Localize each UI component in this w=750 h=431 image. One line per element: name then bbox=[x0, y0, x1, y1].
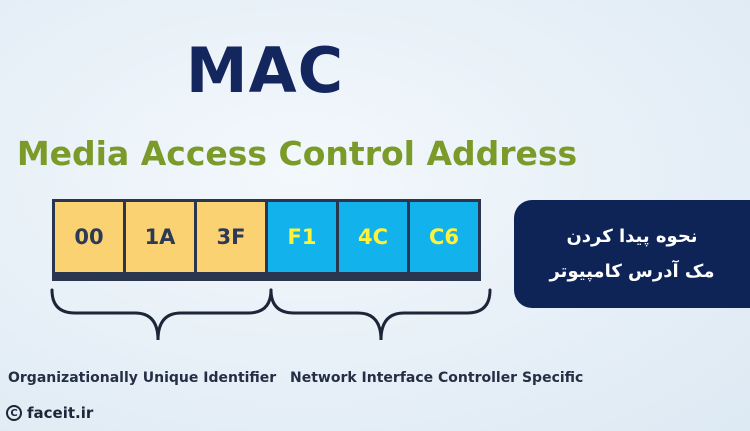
info-panel: نحوه پیدا کردن مک آدرس کامپیوتر bbox=[514, 200, 750, 308]
panel-line-1: نحوه پیدا کردن bbox=[566, 226, 698, 247]
octet-cell: 4C bbox=[339, 202, 407, 272]
page-title: MAC bbox=[185, 34, 345, 107]
nic-label: Network Interface Controller Specific bbox=[290, 370, 584, 386]
octet-cell: 3F bbox=[197, 202, 265, 272]
mac-address-octets: 00 1A 3F F1 4C C6 bbox=[52, 199, 481, 281]
site-name: faceit.ir bbox=[27, 404, 94, 422]
panel-line-2: مک آدرس کامپیوتر bbox=[549, 261, 715, 282]
octet-cell: 00 bbox=[55, 202, 123, 272]
page-subtitle: Media Access Control Address bbox=[16, 134, 578, 173]
oui-bracket bbox=[50, 288, 273, 341]
nic-bracket bbox=[269, 288, 492, 341]
oui-label: Organizationally Unique Identifier bbox=[8, 370, 277, 386]
footer: C faceit.ir bbox=[6, 404, 93, 422]
octet-cell: C6 bbox=[410, 202, 478, 272]
octet-cell: 1A bbox=[126, 202, 194, 272]
copyright-icon: C bbox=[6, 405, 22, 421]
octet-cell: F1 bbox=[268, 202, 336, 272]
